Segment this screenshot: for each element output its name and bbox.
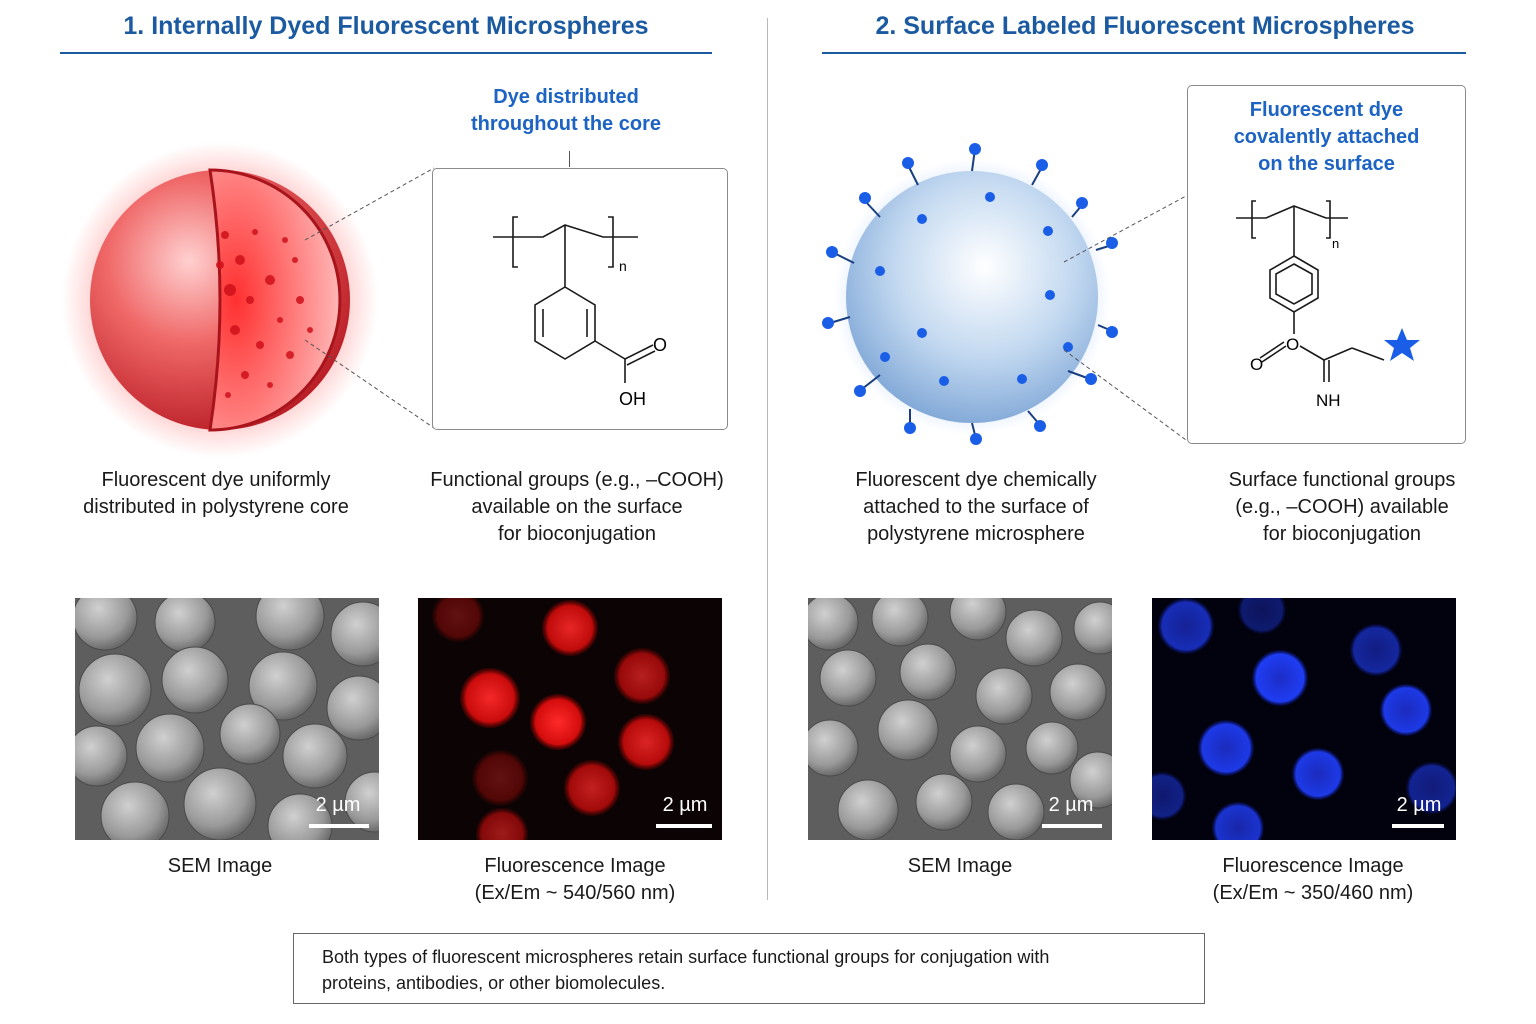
panel1-fluor-scale-bar xyxy=(656,824,712,828)
panel2-structure-box: Fluorescent dye covalently attached on t… xyxy=(1187,85,1466,444)
hydroxyl-label: OH xyxy=(619,389,646,409)
internally-dyed-sphere-illustration xyxy=(62,142,378,458)
carbonyl-oxygen-label: O xyxy=(653,335,667,355)
panel1-sem-caption: SEM Image xyxy=(167,855,273,877)
dye-star-icon xyxy=(1384,328,1420,361)
panel1-zoom-lines xyxy=(304,167,435,429)
panel1-fluorescence-image: 2 µm xyxy=(418,598,722,840)
panel1-callout-leader xyxy=(569,151,570,167)
panel1-title: 1. Internally Dyed Fluorescent Microsphe… xyxy=(123,12,649,40)
panel1-callout: Dye distributed throughout the core xyxy=(471,86,661,135)
panel2-caption-right: Surface functional groups (e.g., –COOH) … xyxy=(1228,469,1456,545)
panel2-fluor-scale-label: 2 µm xyxy=(1396,794,1442,816)
panel2-zoom-lines xyxy=(1063,195,1187,441)
red-fluorescent-particles xyxy=(432,598,674,840)
panel-divider xyxy=(767,18,768,900)
panel1-sem-scale-bar xyxy=(309,824,369,828)
panel2-sem-caption: SEM Image xyxy=(907,855,1013,877)
panel2-callout: Fluorescent dye covalently attached on t… xyxy=(1233,99,1420,175)
imine-label: NH xyxy=(1316,391,1341,410)
panel1-sem-scale-label: 2 µm xyxy=(315,794,361,816)
panel1-structure-box: n O OH xyxy=(432,168,728,430)
sem-particles xyxy=(808,598,1112,840)
panel1-fluor-scale-label: 2 µm xyxy=(662,794,708,816)
ester-oxygen-label: O xyxy=(1286,335,1299,354)
polymer-cooh-structure: n O OH xyxy=(493,216,667,409)
panel1-title-underline xyxy=(60,52,712,54)
blue-fluorescent-particles xyxy=(1152,598,1456,840)
footer-note: Both types of fluorescent microspheres r… xyxy=(293,933,1205,1004)
panel2-fluor-scale-bar xyxy=(1392,824,1444,828)
polymer-ester-dye-structure: n O O NH xyxy=(1236,200,1420,410)
panel1-fluor-caption: Fluorescence Image (Ex/Em ~ 540/560 nm) xyxy=(474,855,676,904)
panel2-fluor-caption: Fluorescence Image (Ex/Em ~ 350/460 nm) xyxy=(1212,855,1414,904)
repeat-unit-n: n xyxy=(1332,236,1339,251)
panel2-fluorescence-image: 2 µm xyxy=(1152,598,1456,840)
panel2-title-underline xyxy=(822,52,1466,54)
repeat-unit-n: n xyxy=(619,258,627,274)
panel2-sem-image: 2 µm xyxy=(808,598,1112,840)
panel2-sem-scale-bar xyxy=(1042,824,1102,828)
sem-particles xyxy=(75,598,379,840)
panel2-title: 2. Surface Labeled Fluorescent Microsphe… xyxy=(875,12,1415,40)
panel2-sem-scale-label: 2 µm xyxy=(1048,794,1094,816)
panel1-caption-left: Fluorescent dye uniformly distributed in… xyxy=(83,469,349,518)
panel1-caption-right: Functional groups (e.g., –COOH) availabl… xyxy=(430,469,724,545)
panel2-caption-left: Fluorescent dye chemically attached to t… xyxy=(855,469,1097,545)
surface-labeled-sphere-illustration xyxy=(822,143,1118,445)
carbonyl-oxygen-label: O xyxy=(1250,355,1263,374)
panel1-sem-image: 2 µm xyxy=(75,598,379,840)
